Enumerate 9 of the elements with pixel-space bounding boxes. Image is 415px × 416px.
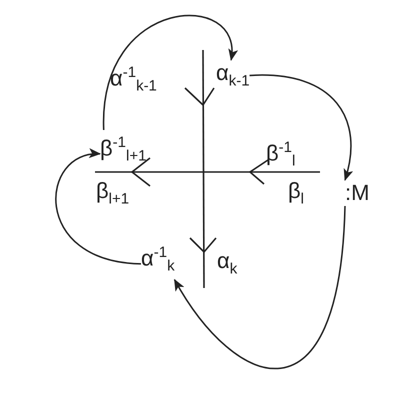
curved-arrow [250,74,353,181]
strand-label: β$_{l+1}$ [96,178,130,210]
curved-arrow [55,150,142,265]
strand-label: :M [345,180,370,206]
curved-arrow [102,14,236,130]
curved-arrow [174,206,346,369]
strand-label: α$_{k}$ [217,248,238,280]
strand-label: β$_{l}$ [288,178,304,210]
strand-label: α$_{k-1}$ [216,60,250,94]
